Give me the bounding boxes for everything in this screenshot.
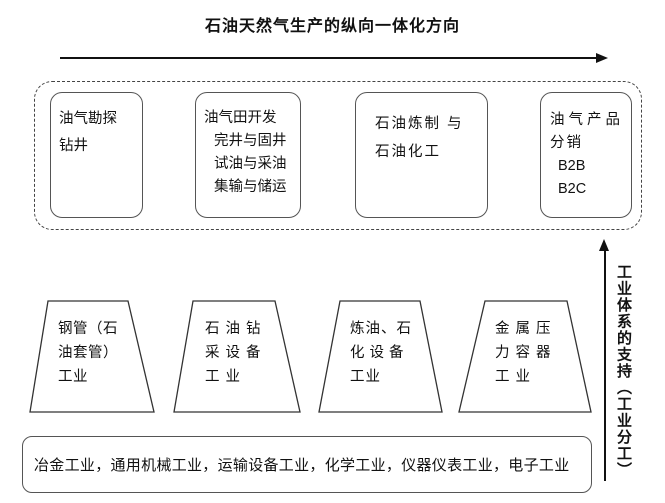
chain-box-line: 钻井	[59, 138, 88, 154]
industrial-support-axis-label: 工业体系的支持（工业分工）	[615, 264, 632, 479]
chain-box-line: 试油与采油	[214, 156, 287, 172]
trapezoid-line: 油套管）	[58, 345, 118, 361]
trapezoid-shape-refining-equipment	[318, 300, 443, 413]
trapezoid-label-drilling-equipment: 石油钻 采设备 工业	[205, 317, 267, 389]
trapezoid-line: 工业	[205, 369, 246, 385]
vertical-arrow-line	[604, 247, 606, 481]
trapezoid-line: 石油钻	[205, 321, 267, 337]
trapezoid-line: 力容器	[495, 345, 557, 361]
vertical-arrow-head-icon	[599, 239, 609, 251]
base-industries-bar: 冶金工业，通用机械工业，运输设备工业，化学工业，仪器仪表工业，电子工业	[22, 436, 592, 493]
horizontal-arrow-head-icon	[596, 52, 608, 63]
diagram-title: 石油天然气生产的纵向一体化方向	[204, 18, 460, 35]
chain-box-refining: 石油炼制 与 石油化工	[355, 92, 488, 218]
chain-box-line: 分销	[550, 135, 583, 151]
chain-box-line: 油气田开发	[204, 110, 277, 126]
trapezoid-line: 工业	[495, 369, 536, 385]
trapezoid-line: 工业	[58, 369, 88, 385]
chain-box-line: B2B	[558, 158, 586, 174]
value-chain-dashed-frame	[34, 81, 642, 230]
trapezoid-label-steel-pipe: 钢管（石 油套管） 工业	[58, 317, 118, 389]
horizontal-arrow-line	[60, 57, 596, 59]
trapezoid-shape-drilling-equipment	[173, 300, 301, 413]
chain-box-line: 完井与固井	[214, 133, 287, 149]
chain-box-line: 石油炼制 与	[375, 116, 464, 132]
trapezoid-line: 工业	[350, 369, 381, 385]
trapezoid-label-refining-equipment: 炼油、石 化设备 工业	[350, 317, 412, 389]
chain-box-field-development: 油气田开发 完井与固井 试油与采油 集输与储运	[195, 92, 301, 218]
trapezoid-line: 钢管（石	[58, 321, 118, 337]
trapezoid-label-pressure-vessel: 金属压 力容器 工业	[495, 317, 557, 389]
chain-box-line: 石油化工	[375, 144, 441, 160]
trapezoid-line: 炼油、石	[350, 321, 412, 337]
trapezoid-shape-pressure-vessel	[458, 300, 592, 413]
chain-box-line: B2C	[558, 181, 587, 197]
chain-box-line: 油气产品	[550, 112, 624, 128]
chain-box-distribution: 油气产品 分销 B2B B2C	[540, 92, 632, 218]
chain-box-line: 集输与储运	[214, 179, 287, 195]
trapezoid-line: 化设备	[350, 345, 409, 361]
trapezoid-line: 金属压	[495, 321, 557, 337]
trapezoid-line: 采设备	[205, 345, 267, 361]
trapezoid-shape-steel-pipe	[29, 300, 155, 413]
base-industries-text: 冶金工业，通用机械工业，运输设备工业，化学工业，仪器仪表工业，电子工业	[34, 457, 570, 474]
chain-box-line: 油气勘探	[59, 111, 117, 127]
chain-box-exploration: 油气勘探 钻井	[50, 92, 143, 218]
